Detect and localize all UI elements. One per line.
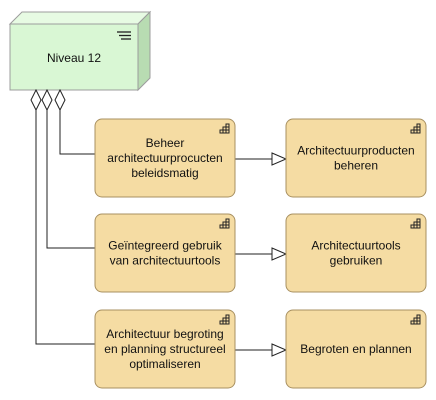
node-group-front-face <box>9 23 139 91</box>
connector-group-beheer <box>59 110 95 155</box>
node-box <box>94 118 236 198</box>
node-label: Begroten en plannen <box>300 342 411 356</box>
connector-group-tools-integr <box>46 110 95 249</box>
node-group-label: Niveau 12 <box>47 51 101 65</box>
node-label-line: Architectuur begroting <box>106 327 223 341</box>
grid-staircase-icon <box>219 218 230 229</box>
hamburger-menu-icon <box>117 31 131 40</box>
grid-staircase-icon <box>219 123 230 134</box>
triangle-arrow-icon <box>271 152 288 166</box>
node-label-line: Architectuurtools <box>311 239 400 253</box>
node-label-line: beheren <box>334 159 378 173</box>
node-group-niveau[interactable]: Niveau 12 <box>8 10 152 92</box>
node-group-side-face <box>137 10 151 92</box>
aggregation-diamond-icon <box>54 88 66 112</box>
node-box <box>285 309 427 389</box>
node-begroten[interactable]: Begroten en plannen <box>285 309 427 389</box>
node-label-line: beleidsmatig <box>131 166 198 180</box>
node-label-line: van architectuurtools <box>110 254 221 268</box>
realization-connectors <box>235 152 288 357</box>
node-label-line: gebruiken <box>330 254 383 268</box>
triangle-arrow-icon <box>271 343 288 357</box>
node-box <box>94 309 236 389</box>
grid-staircase-icon <box>410 218 421 229</box>
node-label-line: Beheer <box>146 136 185 150</box>
node-label-line: en planning structureel <box>104 342 225 356</box>
node-group-top-face <box>8 11 152 25</box>
node-label-line: Begroten en plannen <box>300 342 411 356</box>
node-box <box>94 213 236 293</box>
node-label-line: optimaliseren <box>129 357 200 371</box>
node-box <box>285 118 427 198</box>
grid-staircase-icon <box>410 123 421 134</box>
grid-staircase-icon <box>219 314 230 325</box>
aggregation-diamond-icon <box>30 88 42 112</box>
grid-staircase-icon <box>410 314 421 325</box>
connector-group-begroting <box>35 110 95 345</box>
triangle-arrow-icon <box>271 247 288 261</box>
aggregation-diamond-icon <box>41 88 53 112</box>
node-label-line: Architectuurproducten <box>297 144 414 158</box>
aggregation-diamonds <box>30 88 66 112</box>
node-box <box>285 213 427 293</box>
aggregation-connectors <box>35 110 95 345</box>
node-label-line: architectuurprocucten <box>107 151 222 165</box>
node-label-line: Geïntegreerd gebruik <box>108 239 222 253</box>
